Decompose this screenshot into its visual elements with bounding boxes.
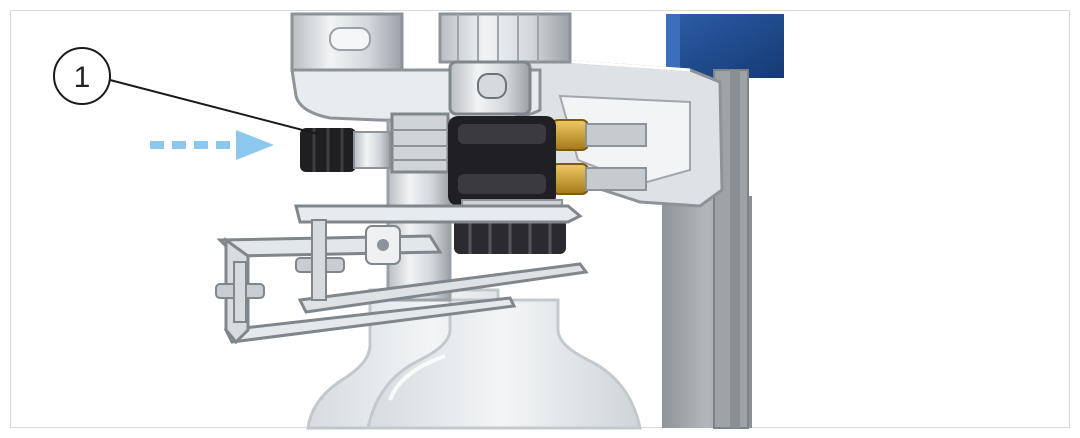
callout-marker-1: 1: [53, 47, 111, 105]
black-valve-body: [448, 116, 566, 254]
dashed-arrow-right-icon: [150, 130, 274, 160]
stand-post: [662, 14, 784, 429]
callout-leader-line: [109, 79, 319, 135]
bottle-front: [366, 298, 642, 430]
clamp-lever: [215, 204, 589, 345]
inlet-hose-barb: [300, 128, 391, 172]
upper-housing: [290, 12, 572, 124]
callout-label: 1: [74, 61, 91, 94]
